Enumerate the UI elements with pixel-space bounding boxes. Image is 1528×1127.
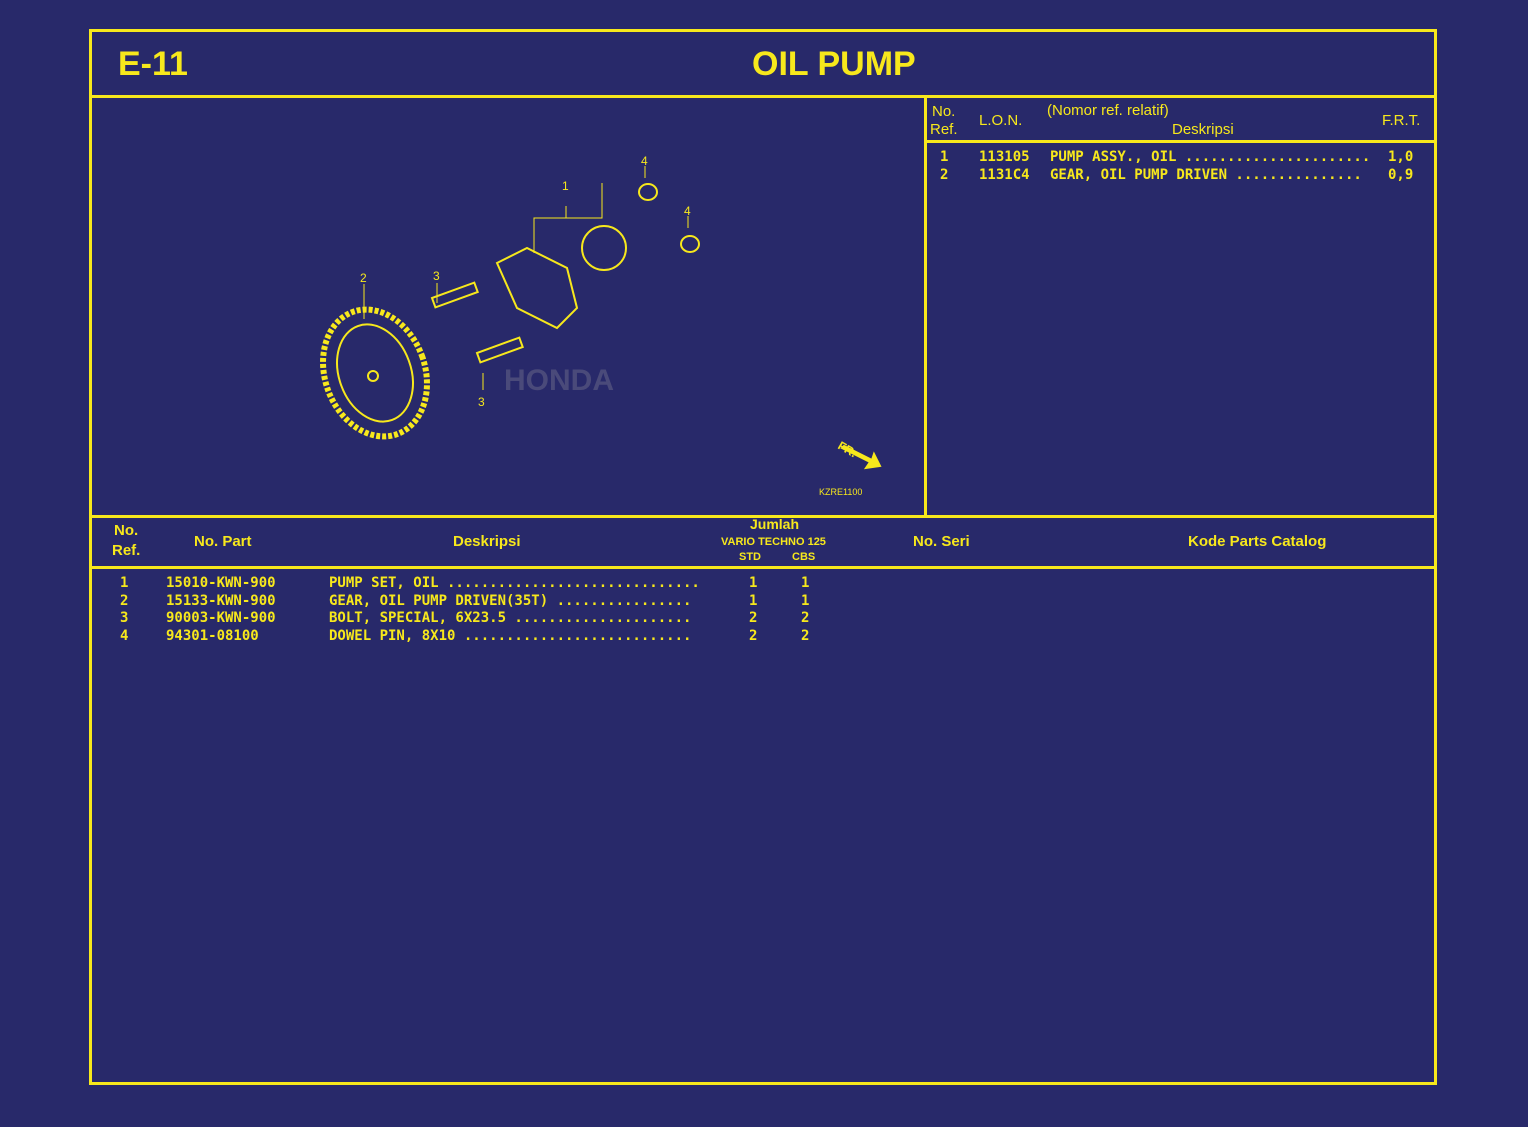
header-model: VARIO TECHNO 125: [721, 536, 826, 548]
row-desc: BOLT, SPECIAL, 6X23.5 ..................…: [329, 610, 692, 626]
pump-body: [495, 246, 579, 330]
header-desc: Deskripsi: [1172, 121, 1234, 138]
row-frt: 1,0: [1388, 149, 1414, 165]
exploded-diagram: HONDA 1 2 3 3 4 4 FR. KZRE1100: [320, 154, 882, 497]
header-ref: Ref.: [112, 542, 141, 559]
row-desc: PUMP ASSY., OIL ......................: [1050, 149, 1371, 165]
catalog-frame: E-11 OIL PUMP HONDA 1 2 3 3 4 4 FR: [89, 29, 1437, 1085]
row-desc: PUMP SET, OIL ..........................…: [329, 575, 700, 591]
header-ref: Ref.: [930, 121, 958, 138]
row-lon: 113105: [979, 149, 1030, 165]
row-std: 2: [749, 610, 758, 626]
row-ref: 1: [120, 575, 129, 591]
row-desc: GEAR, OIL PUMP DRIVEN(35T) .............…: [329, 592, 692, 609]
callout: 1: [562, 179, 569, 193]
header-no: No.: [932, 103, 956, 120]
bolt: [430, 281, 479, 309]
header-cbs: CBS: [792, 551, 816, 563]
header-frt: F.R.T.: [1382, 112, 1421, 129]
header-lon: L.O.N.: [979, 112, 1023, 129]
section-code: E-11: [118, 45, 188, 83]
row-part-number: 15133-KWN-900: [166, 592, 276, 609]
header-part: No. Part: [194, 533, 252, 550]
diagram-code: KZRE1100: [819, 487, 862, 497]
row-desc: GEAR, OIL PUMP DRIVEN ...............: [1050, 167, 1362, 183]
header-kode: Kode Parts Catalog: [1188, 533, 1327, 550]
row-part-number: 94301-08100: [166, 627, 259, 644]
row-std: 1: [749, 592, 758, 609]
header-desc: Deskripsi: [453, 533, 521, 550]
dowel-pin: [680, 235, 700, 253]
row-cbs: 2: [801, 610, 810, 626]
row-frt: 0,9: [1388, 167, 1414, 183]
header-nomor: (Nomor ref. relatif): [1047, 102, 1169, 119]
front-direction-label: FR.: [836, 438, 860, 460]
header-seri: No. Seri: [913, 533, 970, 550]
dowel-pin: [638, 183, 658, 201]
callout: 3: [433, 269, 440, 283]
row-part-number: 15010-KWN-900: [166, 575, 276, 591]
header-no: No.: [114, 522, 139, 539]
rotor: [581, 225, 627, 271]
header-std: STD: [739, 551, 761, 563]
callout: 2: [360, 271, 367, 285]
row-part-number: 90003-KWN-900: [166, 610, 276, 626]
row-std: 1: [749, 575, 758, 591]
page-title: OIL PUMP: [752, 45, 916, 83]
row-ref: 2: [940, 167, 949, 183]
row-cbs: 1: [801, 575, 810, 591]
row-desc: DOWEL PIN, 8X10 ........................…: [329, 627, 692, 644]
row-cbs: 2: [801, 627, 810, 644]
row-ref: 4: [120, 627, 129, 644]
row-std: 2: [749, 627, 758, 644]
row-lon: 1131C4: [979, 167, 1030, 183]
bolt: [475, 336, 524, 364]
header-jumlah: Jumlah: [750, 516, 800, 532]
row-ref: 2: [120, 592, 129, 609]
callout: 3: [478, 395, 485, 409]
callout: 4: [641, 154, 648, 168]
callout: 4: [684, 204, 691, 218]
row-ref: 3: [120, 610, 129, 626]
row-ref: 1: [940, 149, 949, 165]
watermark: HONDA: [504, 364, 614, 397]
row-cbs: 1: [801, 592, 810, 609]
driven-gear: [320, 306, 430, 440]
